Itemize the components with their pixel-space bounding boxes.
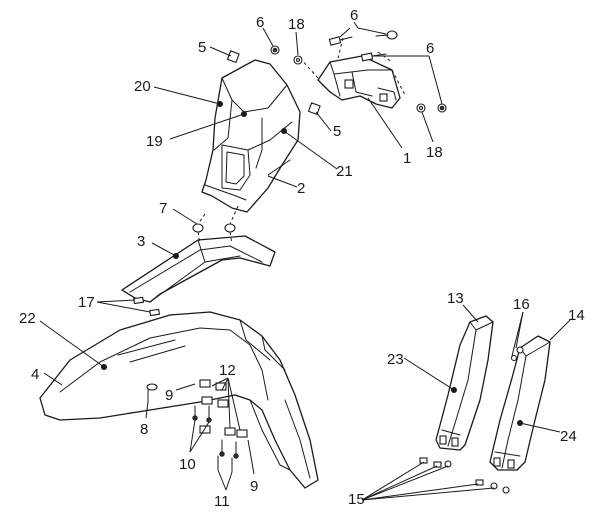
headlight-bracket	[299, 37, 406, 109]
callout-6a: 6	[256, 14, 264, 31]
callout-17: 17	[78, 294, 95, 311]
leader-lines	[39, 21, 571, 501]
callout-11: 11	[214, 493, 230, 510]
upper-mudguard	[121, 205, 276, 303]
callout-labels: 1 2 3 4 5 5 6 6 6 7 8 9 9 10 11 12 13 14…	[19, 7, 585, 510]
callout-15: 15	[348, 491, 365, 508]
fork-guard-right	[489, 335, 551, 471]
callout-18b: 18	[426, 144, 443, 161]
callout-20: 20	[134, 78, 151, 95]
callout-21: 21	[336, 163, 353, 180]
callout-19: 19	[146, 133, 163, 150]
callout-22: 22	[19, 310, 36, 327]
callout-6c: 6	[426, 40, 434, 57]
callout-7: 7	[159, 200, 167, 217]
fork-guard-left	[435, 315, 494, 451]
callout-9a: 9	[165, 387, 173, 404]
headlight-fairing	[201, 59, 301, 213]
callout-14: 14	[568, 307, 585, 324]
callout-10: 10	[179, 456, 196, 473]
callout-9b: 9	[250, 478, 258, 495]
callout-12: 12	[219, 362, 236, 379]
callout-1: 1	[403, 150, 411, 167]
front-fender	[39, 296, 319, 489]
callout-23: 23	[387, 351, 404, 368]
callout-3: 3	[137, 233, 145, 250]
callout-8: 8	[140, 421, 148, 438]
callout-24: 24	[560, 428, 577, 445]
callout-16: 16	[513, 296, 530, 313]
fender-fasteners	[146, 379, 248, 473]
callout-5a: 5	[198, 39, 206, 56]
callout-18a: 18	[288, 16, 305, 33]
callout-4: 4	[31, 366, 39, 383]
fork-guard-screws	[419, 457, 510, 494]
callout-5b: 5	[333, 123, 341, 140]
callout-2: 2	[297, 180, 305, 197]
callout-6b: 6	[350, 7, 358, 24]
callout-13: 13	[447, 290, 464, 307]
